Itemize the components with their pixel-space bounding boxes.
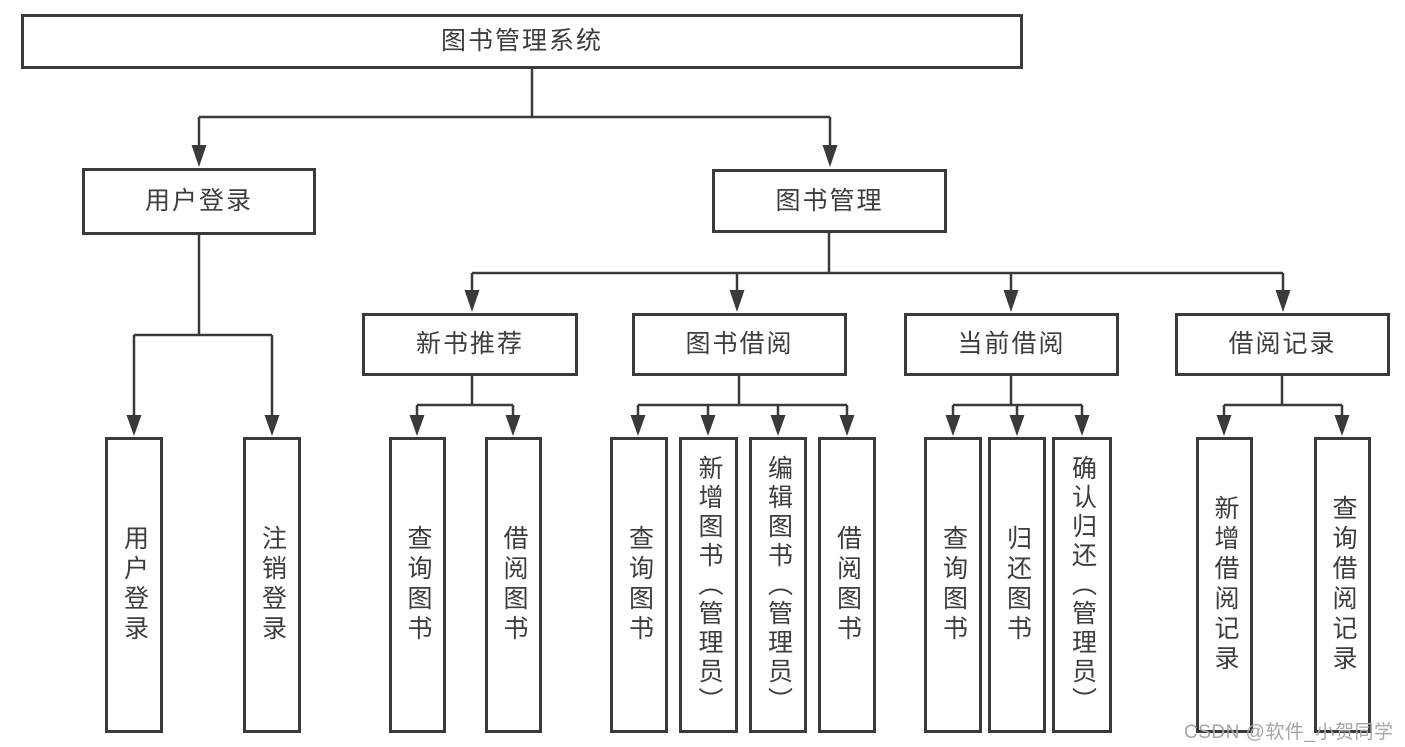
- leaf-label: 确认归还（管理员）: [1068, 454, 1097, 716]
- leaf-label: 新增图书（管理员）: [695, 454, 723, 716]
- leaf-confirm-return-admin: 确认归还（管理员）: [1052, 437, 1112, 733]
- leaf-label: 查询图书: [625, 525, 654, 645]
- leaf-label: 查询图书: [404, 525, 432, 645]
- leaf-edit-book-admin: 编辑图书（管理员）: [749, 437, 807, 733]
- leaf-borrow-books-recommend: 借阅图书: [485, 437, 542, 733]
- node-book-borrow: 图书借阅: [632, 313, 847, 376]
- node-new-book-recommend: 新书推荐: [362, 313, 578, 376]
- node-label: 图书管理系统: [440, 27, 603, 55]
- node-label: 借阅记录: [1228, 330, 1337, 358]
- leaf-query-books-recommend: 查询图书: [389, 437, 446, 733]
- leaf-label: 查询图书: [939, 525, 968, 645]
- leaf-return-books: 归还图书: [988, 437, 1046, 733]
- leaf-label: 用户登录: [120, 525, 149, 645]
- leaf-add-book-admin: 新增图书（管理员）: [679, 437, 738, 733]
- node-label: 当前借阅: [957, 330, 1066, 358]
- node-label: 图书管理: [775, 186, 884, 215]
- node-label: 用户登录: [144, 187, 253, 215]
- node-book-management: 图书管理: [712, 169, 947, 233]
- leaf-label: 新增借阅记录: [1211, 495, 1239, 675]
- leaf-query-borrow-record: 查询借阅记录: [1314, 437, 1371, 733]
- leaf-query-books-borrow: 查询图书: [610, 437, 668, 733]
- leaf-user-login: 用户登录: [105, 437, 163, 733]
- leaf-logout: 注销登录: [243, 437, 301, 733]
- node-library-management-system: 图书管理系统: [21, 14, 1023, 69]
- node-user-login: 用户登录: [82, 168, 316, 235]
- leaf-label: 查询借阅记录: [1329, 495, 1357, 675]
- leaf-add-borrow-record: 新增借阅记录: [1196, 437, 1253, 733]
- leaf-label: 借阅图书: [833, 525, 862, 645]
- leaf-label: 注销登录: [258, 525, 287, 645]
- leaf-label: 借阅图书: [500, 525, 528, 645]
- node-label: 图书借阅: [685, 330, 794, 358]
- node-current-borrow: 当前借阅: [904, 313, 1119, 376]
- leaf-label: 归还图书: [1003, 525, 1032, 645]
- node-label: 新书推荐: [415, 330, 524, 358]
- csdn-watermark: CSDN @软件_小贺同学: [1184, 722, 1394, 743]
- leaf-label: 编辑图书（管理员）: [764, 454, 793, 716]
- leaf-borrow-books: 借阅图书: [818, 437, 876, 733]
- leaf-query-books-current: 查询图书: [924, 437, 982, 733]
- node-borrow-records: 借阅记录: [1175, 313, 1390, 376]
